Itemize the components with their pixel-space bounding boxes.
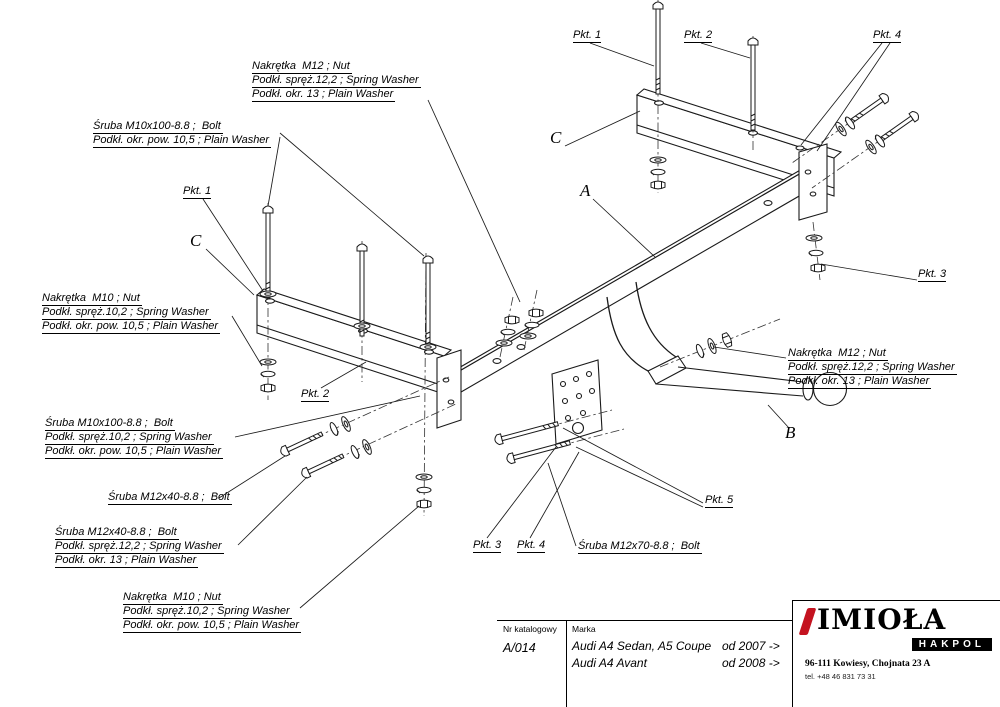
callout-line: Śruba M12x40-8.8 ; Bolt — [55, 526, 179, 540]
callout-line: Podkł. spręż.10,2 ; Spring Washer — [45, 431, 214, 445]
model-row-1-years: od 2007 -> — [722, 639, 780, 653]
point-label-pkt1-left: Pkt. 1 — [183, 185, 212, 199]
model-row-2-years: od 2008 -> — [722, 656, 780, 670]
point-label-pkt1-top: Pkt. 1 — [573, 29, 602, 43]
side-rail-left — [255, 288, 453, 395]
part-label-a: A — [580, 181, 591, 200]
towball-b — [606, 281, 848, 407]
callout-line: Podkł. okr. pow. 10,5 ; Plain Washer — [45, 445, 224, 459]
callout-line: Nakrętka M10 ; Nut — [123, 591, 223, 605]
catalog-number: A/014 — [503, 641, 536, 655]
model-row-2-name: Audi A4 Avant — [572, 656, 647, 670]
callout-line: Podkł. okr. 13 ; Plain Washer — [788, 375, 932, 389]
callout-bolt-m12x40: Śruba M12x40-8.8 ; Bolt — [108, 491, 232, 505]
callout-line: Nakrętka M10 ; Nut — [42, 292, 142, 306]
part-label-c-left: C — [190, 231, 202, 250]
point-label-pkt4-top: Pkt. 4 — [873, 29, 902, 43]
callout-line: Podkł. okr. pow. 10,5 ; Plain Washer — [93, 134, 272, 148]
point-label-pkt4-bottom: Pkt. 4 — [517, 539, 546, 553]
callout-line: Podkł. spręż.10,2 ; Spring Washer — [123, 605, 292, 619]
callout-line: Podkł. okr. pow. 10,5 ; Plain Washer — [123, 619, 302, 633]
callout-line: Śruba M12x40-8.8 ; Bolt — [108, 491, 232, 505]
callout-line: Podkł. okr. 13 ; Plain Washer — [252, 88, 396, 102]
company-phone: tel. +48 46 831 73 31 — [805, 672, 876, 681]
brand-logo: IMIOŁA — [817, 603, 947, 636]
subbrand-badge: HAKPOL — [911, 638, 992, 651]
callout-line: Nakrętka M12 ; Nut — [788, 347, 888, 361]
callout-line: Śruba M10x100-8.8 ; Bolt — [93, 120, 223, 134]
callout-line: Podkł. spręż.12,2 ; Spring Washer — [55, 540, 224, 554]
logo-accent-shape — [798, 608, 817, 635]
callout-bolt-m12x70: Śruba M12x70-8.8 ; Bolt — [578, 540, 702, 554]
part-label-c-top: C — [550, 128, 562, 147]
leader-lines — [202, 42, 918, 609]
footer-divider — [497, 620, 792, 621]
side-rail-right — [635, 88, 843, 197]
callout-line: Podkł. okr. 13 ; Plain Washer — [55, 554, 199, 568]
socket-plate — [551, 359, 603, 445]
callout-line: Podkł. spręż.12,2 ; Spring Washer — [252, 74, 421, 88]
logo-area: IMIOŁA HAKPOL 96-111 Kowiesy, Chojnata 2… — [792, 600, 1000, 707]
callout-line: Śruba M10x100-8.8 ; Bolt — [45, 417, 175, 431]
callout-line: Podkł. spręż.12,2 ; Spring Washer — [788, 361, 957, 375]
brand-heading: Marka — [572, 624, 596, 634]
company-address: 96-111 Kowiesy, Chojnata 23 A — [805, 659, 931, 669]
callout-line: Śruba M12x70-8.8 ; Bolt — [578, 540, 702, 554]
point-label-pkt3-right: Pkt. 3 — [918, 268, 947, 282]
parts-layer — [255, 88, 848, 445]
part-label-b: B — [785, 423, 796, 442]
point-label-pkt2-top: Pkt. 2 — [684, 29, 713, 43]
crossbeam-a — [436, 143, 828, 429]
point-label-pkt2-left: Pkt. 2 — [301, 388, 330, 402]
callout-line: Nakrętka M12 ; Nut — [252, 60, 352, 74]
callout-line: Podkł. okr. pow. 10,5 ; Plain Washer — [42, 320, 221, 334]
footer-column-divider — [566, 620, 567, 707]
point-label-pkt3-bottom: Pkt. 3 — [473, 539, 502, 553]
catalog-number-heading: Nr katalogowy — [503, 624, 557, 634]
model-row-1-name: Audi A4 Sedan, A5 Coupe — [572, 639, 712, 653]
point-label-pkt5: Pkt. 5 — [705, 494, 734, 508]
callout-line: Podkł. spręż.10,2 ; Spring Washer — [42, 306, 211, 320]
